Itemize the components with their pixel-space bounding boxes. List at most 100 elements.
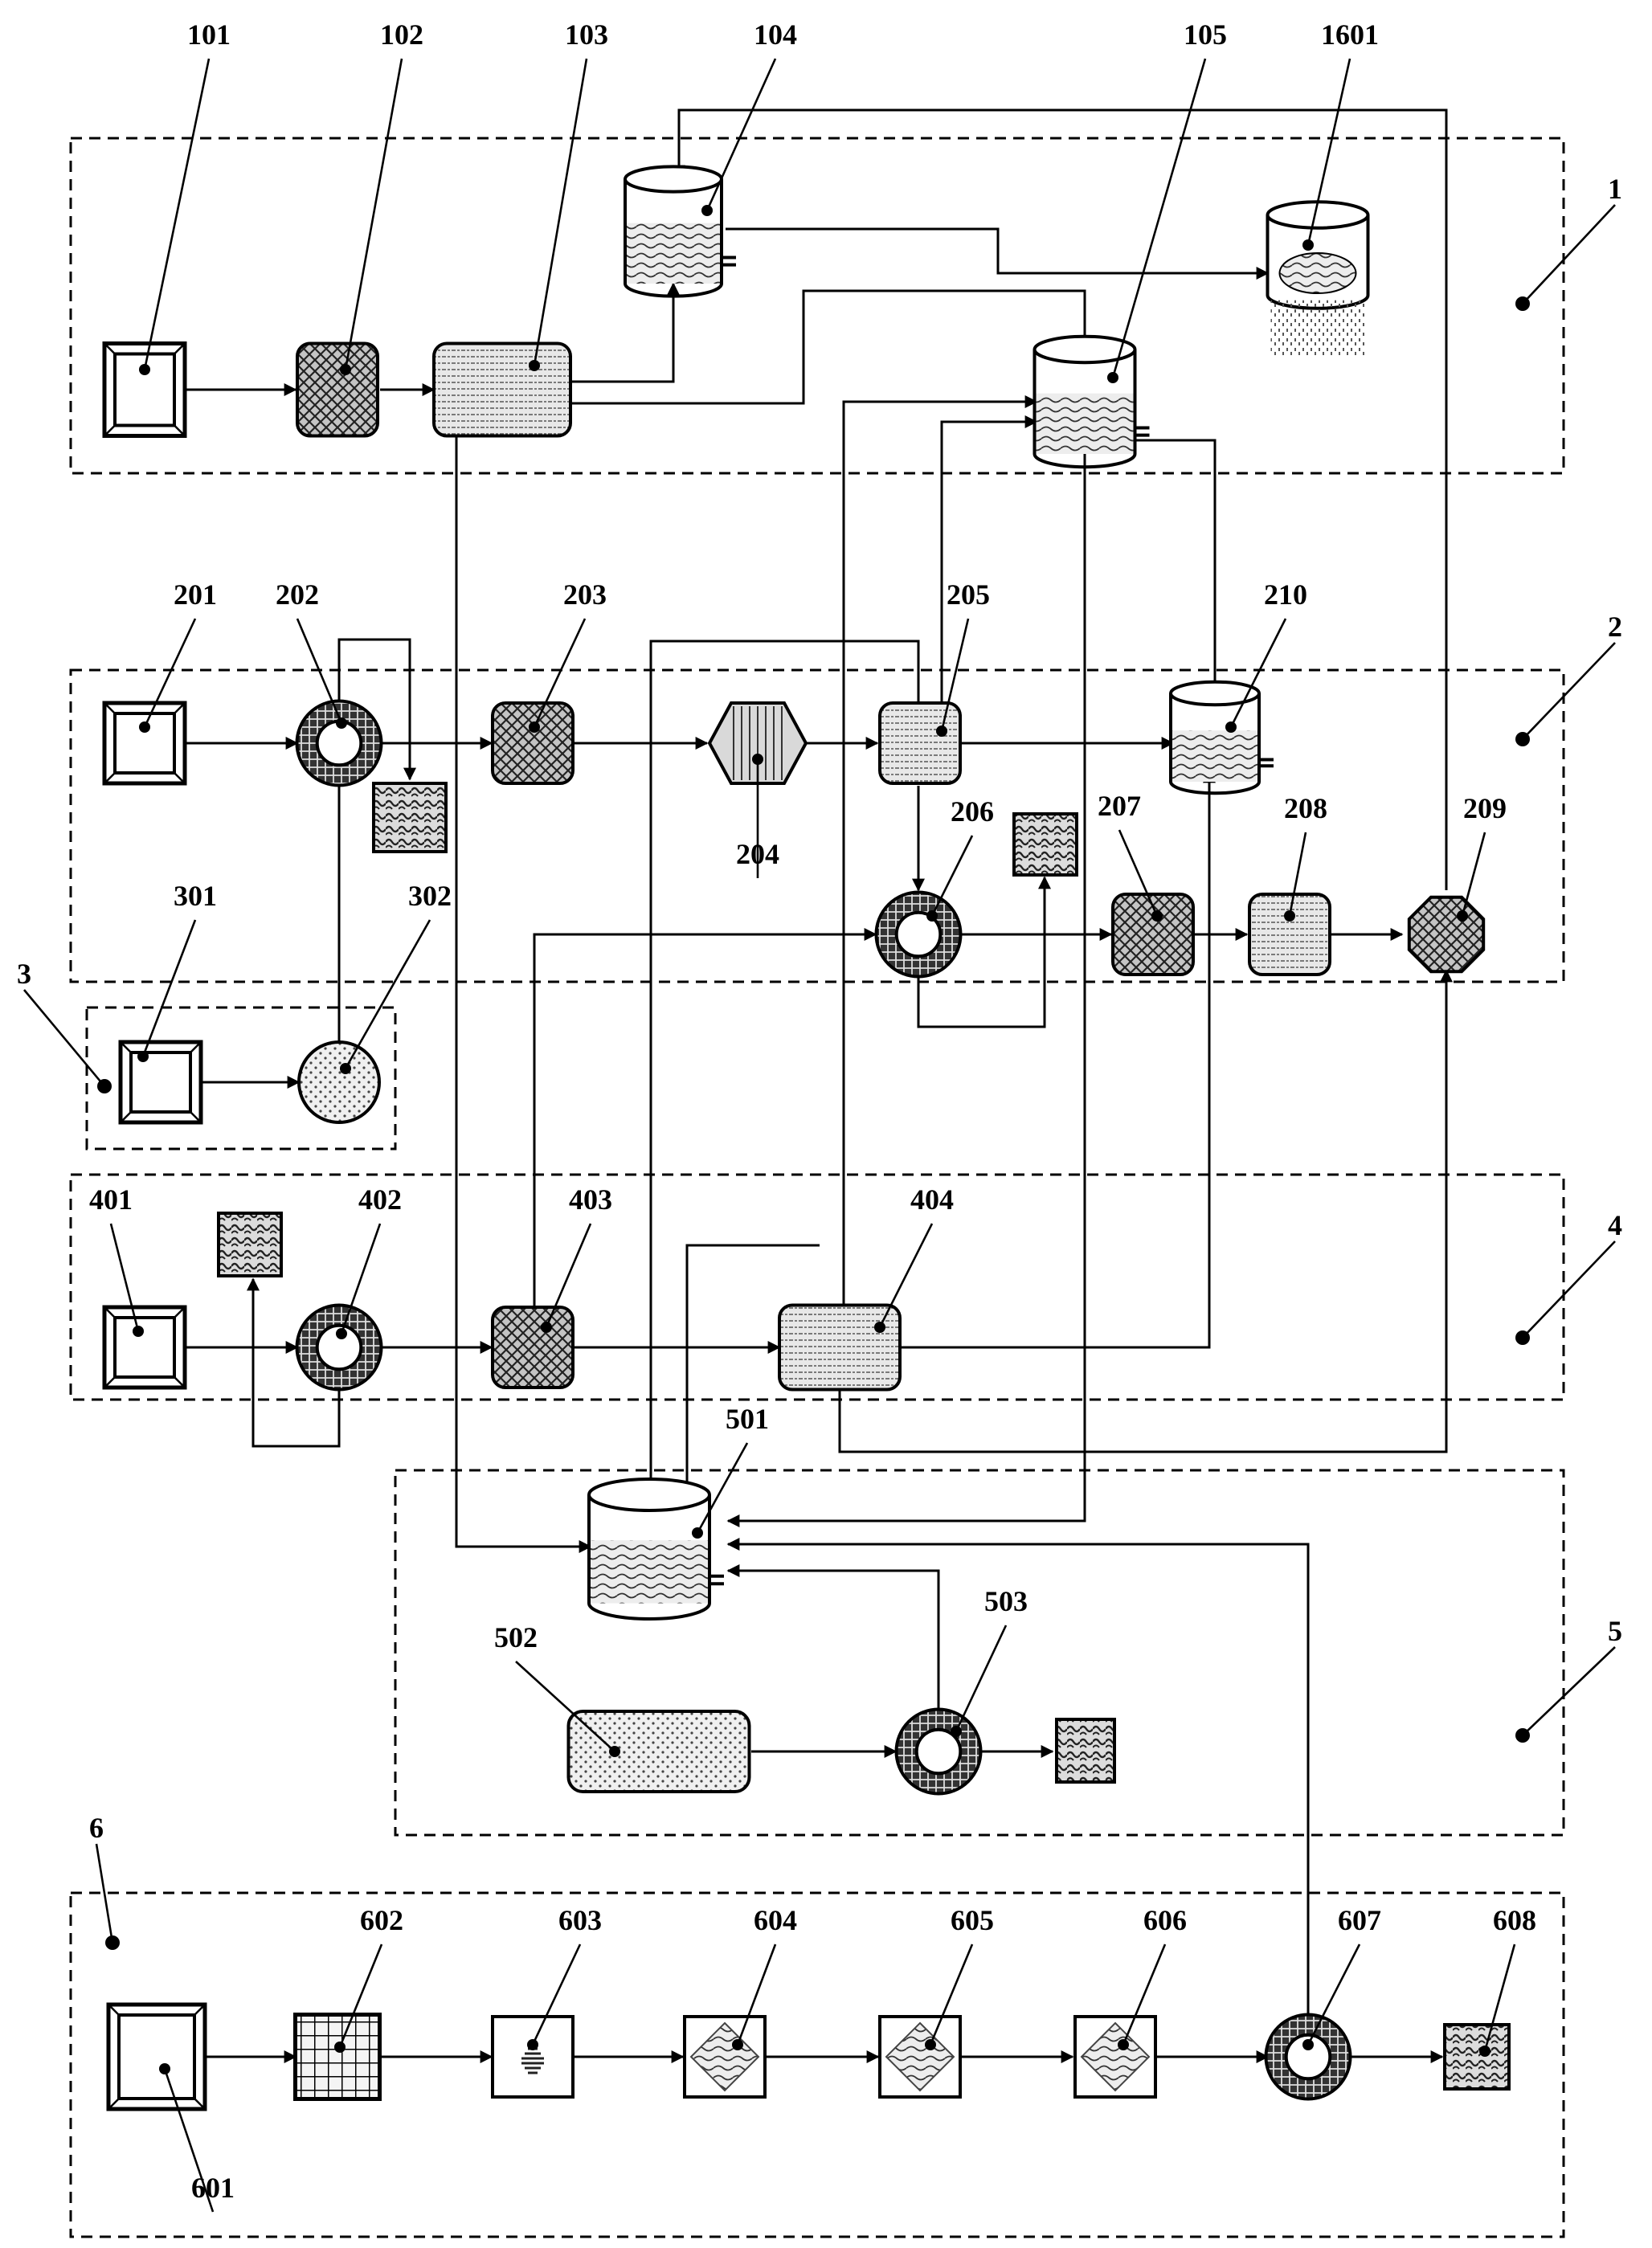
component-608 [1443,2023,1511,2091]
component-301 [118,1040,203,1125]
leader-404 [878,1223,934,1328]
label-501: 501 [726,1403,769,1435]
region-6-box [69,1891,1565,2238]
leader-501 [696,1442,749,1534]
leader-dot-201 [139,721,150,733]
bin-202 [372,782,448,853]
component-206 [874,890,963,979]
leader-lines [23,58,1616,2213]
label-201: 201 [174,578,217,611]
region-leader-1 [1522,204,1616,305]
component-404 [778,1303,902,1392]
leader-dot-102 [340,364,351,375]
leader-dot-403 [541,1322,552,1333]
region-label-5: 5 [1608,1615,1622,1647]
region-label-4: 4 [1608,1209,1622,1241]
region-dot-1 [1515,296,1530,311]
leader-502 [515,1661,615,1752]
component-604 [683,2015,767,2099]
leader-205 [940,618,970,732]
leader-207 [1118,829,1159,917]
region-leader-2 [1522,642,1616,740]
leader-dot-1601 [1302,239,1314,251]
leader-dot-205 [936,725,947,737]
label-606: 606 [1143,1904,1187,1936]
component-207 [1111,893,1195,976]
leader-302 [344,919,431,1069]
label-1601: 1601 [1321,18,1379,51]
label-101: 101 [187,18,231,51]
label-608: 608 [1493,1904,1536,1936]
component-102 [296,341,379,438]
label-209: 209 [1463,792,1507,824]
region-dot-6 [105,1935,120,1950]
leader-605 [929,1943,974,2046]
label-104: 104 [754,18,797,51]
leader-dot-607 [1302,2039,1314,2050]
component-210 [1169,680,1274,795]
leader-402 [340,1223,382,1334]
region-boxes [69,137,1565,2238]
component-602 [293,2013,382,2101]
leader-601 [163,2068,215,2213]
leader-dot-602 [334,2042,346,2053]
component-101 [102,341,187,438]
label-302: 302 [408,880,452,912]
label-502: 502 [494,1621,538,1653]
bin-503 [1055,1718,1116,1784]
waste-bins [217,782,1116,1784]
leader-dot-207 [1151,910,1163,922]
label-402: 402 [358,1183,402,1216]
component-605 [878,2015,962,2099]
leader-203 [533,618,587,728]
leader-206 [930,835,974,917]
pipe-103-105 [570,289,1091,405]
region-2-box [69,668,1565,983]
leader-dot-605 [925,2039,936,2050]
label-605: 605 [951,1904,994,1936]
pipe-205-501 [644,640,920,1498]
leader-1601 [1306,58,1351,246]
leader-dot-104 [701,205,713,216]
leader-202 [296,618,343,724]
label-401: 401 [89,1183,133,1216]
leader-102 [344,58,403,370]
label-203: 203 [563,578,607,611]
component-105 [1032,334,1150,469]
leader-dot-601 [159,2063,170,2074]
leader-dot-404 [874,1322,885,1333]
component-203 [491,701,575,785]
leader-dot-503 [951,1726,962,1737]
leader-201 [143,618,197,728]
label-603: 603 [558,1904,602,1936]
leader-dot-204 [752,754,763,765]
component-201 [102,701,187,786]
leader-dot-402 [336,1328,347,1339]
label-503: 503 [984,1585,1028,1617]
region-1-box [69,137,1565,475]
region-leader-3 [23,989,105,1087]
leader-101 [143,58,211,370]
component-403 [491,1306,575,1389]
region-dot-2 [1515,732,1530,746]
pipe-206-bin [917,876,1051,1028]
pipe-607-501 [726,1538,1310,2015]
leader-301 [141,919,197,1057]
leader-dot-208 [1284,910,1295,922]
leader-401 [109,1223,140,1332]
label-607: 607 [1338,1904,1381,1936]
pipe-105-210 [1134,439,1221,715]
bin-402 [217,1212,283,1277]
leader-dot-603 [527,2039,538,2050]
region-dot-5 [1515,1728,1530,1743]
label-204: 204 [736,838,779,870]
leader-105 [1111,58,1207,378]
leader-dot-608 [1479,2046,1490,2057]
component-503 [894,1707,983,1796]
label-403: 403 [569,1183,612,1216]
label-205: 205 [947,578,990,611]
component-502 [566,1710,751,1793]
region-leader-5 [1522,1646,1616,1736]
leader-606 [1122,1943,1167,2046]
